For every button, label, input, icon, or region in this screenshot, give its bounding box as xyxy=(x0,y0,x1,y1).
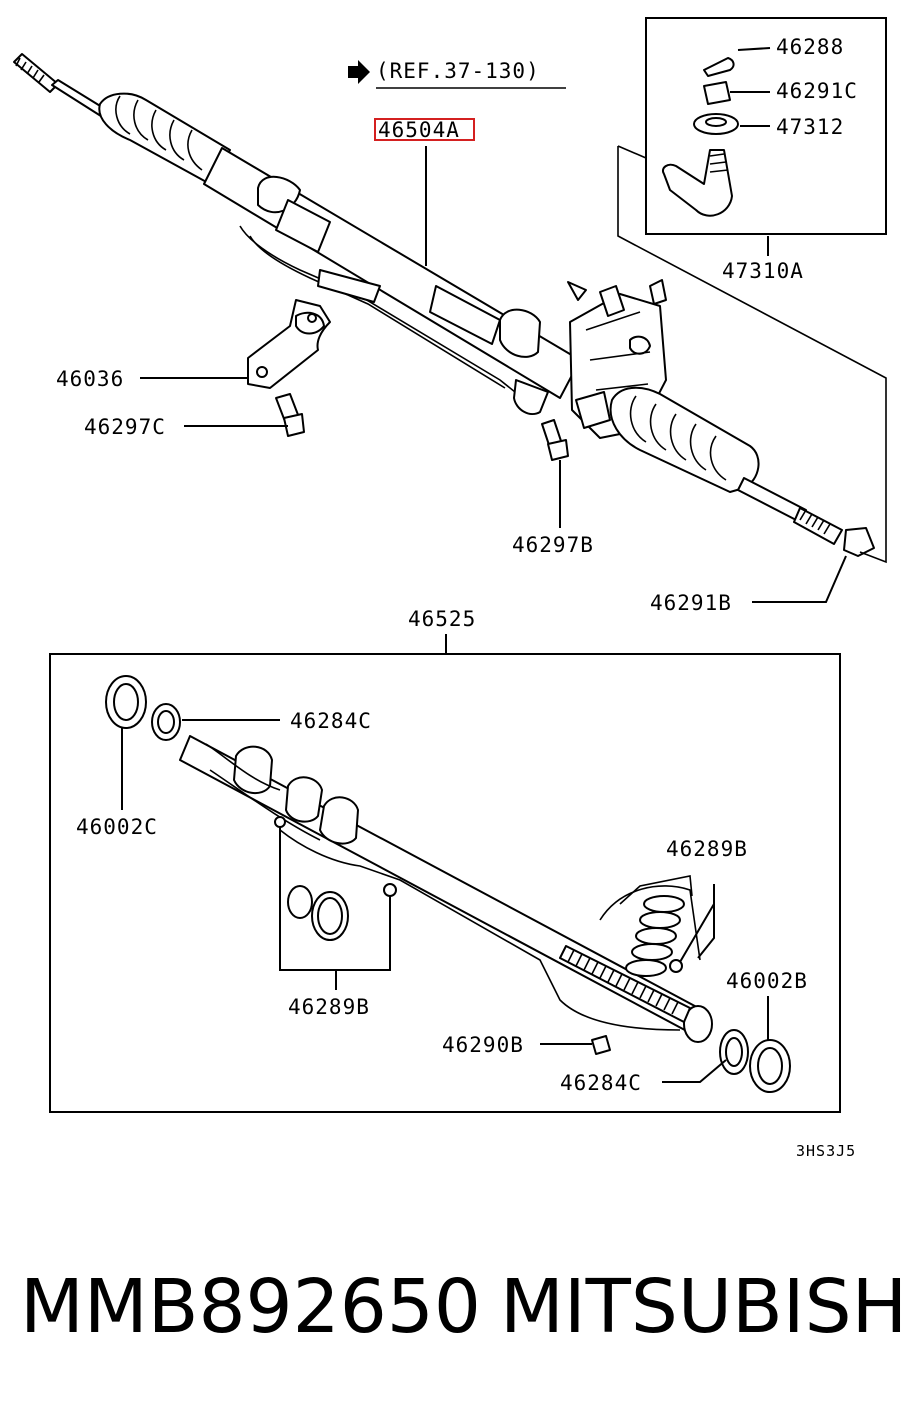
label-46290b[interactable]: 46290B xyxy=(442,1033,524,1057)
label-46297c[interactable]: 46297C xyxy=(84,415,166,439)
seal-ring-46002c xyxy=(105,675,147,729)
label-46284c-bottom[interactable]: 46284C xyxy=(560,1071,642,1095)
oil-seal-46284c-top xyxy=(151,703,181,741)
label-46288[interactable]: 46288 xyxy=(776,35,844,59)
tie-rod-end-inset xyxy=(617,17,887,564)
upper-leader-lines xyxy=(140,47,847,603)
castle-nut-46291c xyxy=(703,81,731,105)
label-46291c[interactable]: 46291C xyxy=(776,79,858,103)
right-rack-boot xyxy=(609,386,760,493)
label-46289b-left[interactable]: 46289B xyxy=(288,995,370,1019)
rack-housing xyxy=(203,147,581,416)
lower-labels: 46525 46284C 46002C 46289B 46289B 46002B… xyxy=(76,607,808,1095)
label-46525[interactable]: 46525 xyxy=(408,607,476,631)
left-tie-rod xyxy=(13,53,111,119)
upper-labels: (REF.37-130) 46504A 46288 46291C 47312 4… xyxy=(56,35,858,615)
bolt-46297b xyxy=(541,419,569,461)
oil-seal-46284c-bottom xyxy=(719,1029,749,1075)
label-46297b[interactable]: 46297B xyxy=(512,533,594,557)
part-number: MMB892650 xyxy=(20,1264,481,1350)
seal-kit-46525: 46525 46284C 46002C 46289B 46289B 46002B… xyxy=(49,607,841,1113)
bolt-46297c xyxy=(275,393,305,437)
mounting-bracket-46036 xyxy=(247,299,331,389)
cotter-pin-46288 xyxy=(703,57,735,77)
label-46291b[interactable]: 46291B xyxy=(650,591,732,615)
ref-arrow-icon xyxy=(348,60,370,84)
plug-46290b xyxy=(591,1035,611,1055)
label-46284c-top[interactable]: 46284C xyxy=(290,709,372,733)
label-47310a[interactable]: 47310A xyxy=(722,259,804,283)
direction-arrow-icon xyxy=(567,281,587,301)
label-46002c[interactable]: 46002C xyxy=(76,815,158,839)
lower-leader-lines xyxy=(121,719,769,1083)
label-46289b-right[interactable]: 46289B xyxy=(666,837,748,861)
seal-ring-46002b xyxy=(749,1039,791,1093)
label-46504a[interactable]: 46504A xyxy=(378,118,460,142)
footer: MMB892650 MITSUBISHI xyxy=(0,1270,909,1380)
label-46036[interactable]: 46036 xyxy=(56,367,124,391)
highlight-box xyxy=(374,118,475,141)
o-rings-46289b-left xyxy=(274,816,397,941)
ref-note: (REF.37-130) xyxy=(376,59,540,83)
steering-rack-assembly xyxy=(13,53,875,557)
pinion-seal-stack xyxy=(625,895,685,977)
brand-name: MITSUBISHI xyxy=(500,1264,909,1350)
diagram-code: 3HS3J5 xyxy=(796,1142,856,1160)
tie-rod-end-47310a xyxy=(662,149,733,217)
tie-rod-nut-46291b xyxy=(843,527,875,557)
o-ring-46289b-right-part xyxy=(669,959,683,973)
rack-teeth xyxy=(559,945,691,1023)
label-47312[interactable]: 47312 xyxy=(776,115,844,139)
label-46002b[interactable]: 46002B xyxy=(726,969,808,993)
right-tie-rod xyxy=(737,477,875,557)
